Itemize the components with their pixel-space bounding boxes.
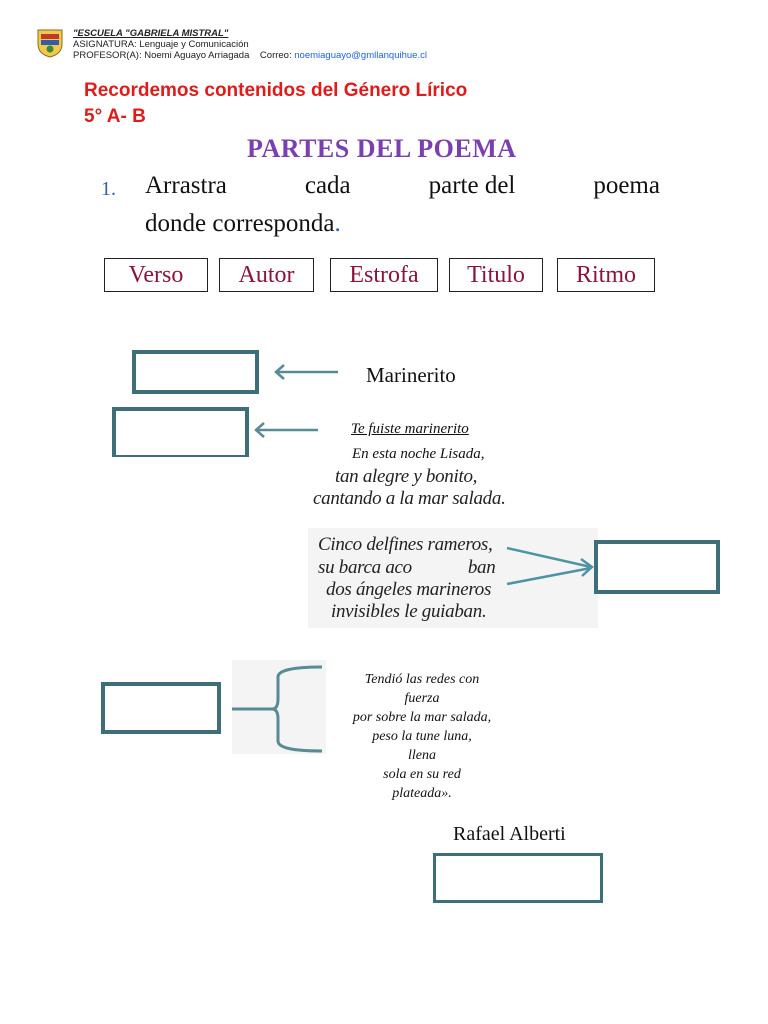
brace-icon	[230, 663, 325, 758]
school-logo	[36, 28, 64, 58]
drag-word-autor[interactable]: Autor	[219, 258, 314, 292]
poem-verse-2: En esta noche Lisada,	[352, 446, 485, 462]
drag-word-ritmo[interactable]: Ritmo	[557, 258, 655, 292]
stanza3-verse: peso la tune luna,	[372, 729, 472, 744]
instruction-period: .	[334, 210, 341, 237]
arrow-left-icon	[252, 421, 322, 444]
stanza3-verse: fuerza	[404, 691, 440, 706]
teacher-line: PROFESOR(A): Noemi Aguayo Arriagada Corr…	[73, 50, 427, 61]
arrows-right-icon	[505, 540, 597, 595]
mail-label: Correo:	[259, 50, 292, 61]
poem-author: Rafael Alberti	[453, 823, 566, 845]
school-name: "ESCUELA "GABRIELA MISTRAL"	[73, 28, 229, 39]
stanza2-verse-2a: su barca aco	[318, 557, 412, 578]
stanza3-verse: sola en su red	[383, 767, 461, 782]
poem-verse-4: cantando a la mar salada.	[313, 488, 506, 509]
instruction-line2: donde corresponda.	[145, 210, 341, 238]
page-title: PARTES DEL POEMA	[247, 134, 517, 163]
mail-link[interactable]: noemiaguayo@gmllanquihue.cl	[294, 50, 427, 61]
arrow-left-icon	[272, 363, 342, 386]
drop-box-verse[interactable]	[112, 407, 249, 457]
stanza2-verse-2: su barca aco ban	[318, 557, 496, 579]
drag-word-verso[interactable]: Verso	[104, 258, 208, 292]
stanza2-image	[308, 528, 598, 628]
instruction-line2-text: donde corresponda	[145, 210, 335, 237]
instruction-word: parte del	[428, 172, 516, 199]
subject-line: ASIGNATURA: Lenguaje y Comunicación	[73, 39, 249, 50]
drag-word-estrofa[interactable]: Estrofa	[330, 258, 438, 292]
stanza3-verse: por sobre la mar salada,	[352, 710, 492, 725]
heading-line1: Recordemos contenidos del Género Lírico	[84, 80, 468, 101]
instruction-line1: Arrastra cada parte del poema	[145, 172, 660, 200]
teacher-name: PROFESOR(A): Noemi Aguayo Arriagada	[73, 50, 250, 61]
stanza3: Tendió las redes con fuerza por sobre la…	[338, 670, 506, 803]
drop-box-stanza-2[interactable]	[101, 682, 221, 734]
stanza2-verse-1: Cinco delfines rameros,	[318, 534, 493, 555]
stanza2-verse-3: dos ángeles marineros	[326, 579, 492, 600]
poem-verse-3: tan alegre y bonito,	[335, 466, 478, 487]
drag-word-titulo[interactable]: Titulo	[449, 258, 543, 292]
stanza3-verse: plateada».	[392, 786, 452, 801]
instruction-word: Arrastra	[145, 172, 227, 199]
drop-box-stanza[interactable]	[594, 540, 720, 594]
drop-box-author[interactable]	[433, 853, 603, 903]
stanza3-verse: Tendió las redes con	[364, 672, 480, 687]
drop-box-title[interactable]	[132, 350, 259, 394]
instruction-word: cada	[304, 172, 351, 199]
instruction-number: 1.	[101, 178, 116, 200]
stanza3-verse: llena	[408, 748, 436, 763]
stanza2-verse-2b: ban	[467, 557, 496, 578]
poem-title: Marinerito	[366, 363, 456, 387]
instruction-word: poema	[593, 172, 660, 199]
stanza2-verse-4: invisibles le guiaban.	[331, 601, 487, 622]
poem-verse-1: Te fuiste marinerito	[351, 421, 469, 437]
heading-line2: 5° A- B	[84, 106, 146, 127]
